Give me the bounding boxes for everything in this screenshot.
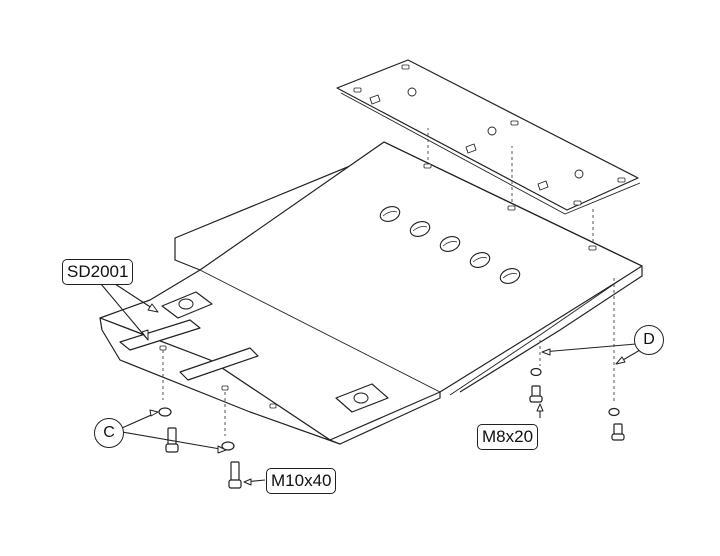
bolt-c-right: [221, 441, 242, 489]
upper-plate-fasteners: [369, 87, 584, 191]
part-code-label: SD2001: [62, 259, 134, 285]
bolt-d-left: [529, 367, 543, 403]
bolt-m8-label: M8x20: [477, 424, 539, 450]
rear-edge-slots: [423, 163, 597, 251]
vent-slots: [379, 206, 521, 284]
bolt-c-left: [158, 407, 179, 453]
leader-arrowheads: [141, 303, 626, 486]
bolt-d-right: [608, 407, 625, 441]
cage-nut-bracket-left: [161, 291, 213, 319]
main-skid-plate: [99, 141, 643, 445]
mounting-strips: [119, 319, 259, 381]
cage-nut-bracket-front: [335, 383, 389, 413]
upper-plate-slots: [353, 64, 626, 206]
front-lip-holes: [159, 345, 277, 409]
upper-plate: [336, 59, 641, 215]
assembly-lines: [162, 128, 615, 436]
bolt-m10-label: M10x40: [266, 468, 337, 494]
callout-c: C: [94, 418, 124, 448]
callout-d: D: [634, 325, 664, 355]
